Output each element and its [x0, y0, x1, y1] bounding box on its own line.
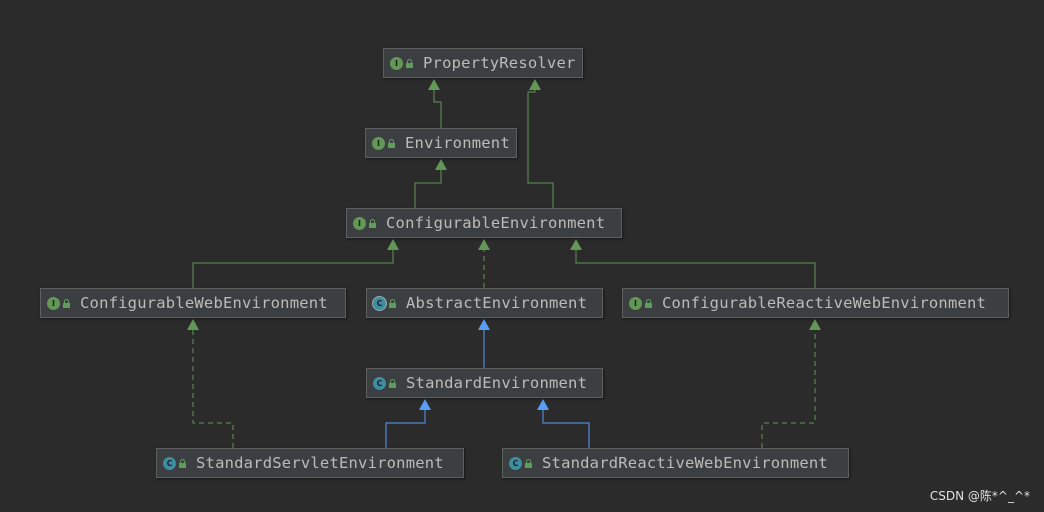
arrowhead-configurable-web-environment-to-configurable-environment	[387, 239, 399, 250]
arrowhead-configurable-reactive-web-environment-to-configurable-environment	[570, 239, 582, 250]
node-standard-reactive-web-environment[interactable]: C StandardReactiveWebEnvironment	[502, 448, 849, 478]
arrowhead-standard-servlet-environment-to-configurable-web-environment	[187, 319, 199, 330]
edge-standard-reactive-web-environment-to-standard-environment	[542, 410, 590, 448]
arrowhead-configurable-environment-to-property-resolver	[529, 79, 541, 90]
node-configurable-environment[interactable]: I ConfigurableEnvironment	[346, 208, 622, 238]
edge-standard-servlet-environment-to-configurable-web-environment	[192, 330, 234, 448]
watermark: CSDN @陈*^_^*	[929, 489, 1030, 503]
node-environment[interactable]: I Environment	[365, 128, 517, 158]
class-icon: C	[163, 456, 176, 470]
node-label: StandardReactiveWebEnvironment	[542, 454, 828, 472]
edge-configurable-web-environment-to-configurable-environment	[192, 250, 394, 288]
node-standard-environment[interactable]: C StandardEnvironment	[366, 368, 603, 398]
node-configurable-web-environment[interactable]: I ConfigurableWebEnvironment	[40, 288, 346, 318]
node-configurable-reactive-web-environment[interactable]: I ConfigurableReactiveWebEnvironment	[622, 288, 1009, 318]
node-label: AbstractEnvironment	[406, 294, 588, 312]
arrowhead-configurable-environment-to-environment	[435, 159, 447, 170]
arrowhead-standard-servlet-environment-to-standard-environment	[419, 399, 431, 410]
lock-icon	[406, 58, 414, 68]
lock-icon	[388, 138, 396, 148]
arrowhead-standard-reactive-web-environment-to-standard-environment	[537, 399, 549, 410]
node-standard-servlet-environment[interactable]: C StandardServletEnvironment	[156, 448, 464, 478]
arrowhead-standard-reactive-web-environment-to-configurable-reactive-web-environment	[809, 319, 821, 330]
arrowhead-standard-environment-to-abstract-environment	[478, 319, 490, 330]
edge-configurable-reactive-web-environment-to-configurable-environment	[575, 250, 816, 288]
lock-icon	[63, 298, 71, 308]
edge-configurable-environment-to-environment	[414, 170, 442, 208]
interface-icon: I	[390, 56, 403, 70]
arrowhead-environment-to-property-resolver	[428, 79, 440, 90]
abstract-class-icon: C	[373, 296, 386, 310]
node-label: ConfigurableEnvironment	[386, 214, 606, 232]
interface-icon: I	[372, 136, 385, 150]
node-property-resolver[interactable]: I PropertyResolver	[383, 48, 583, 78]
interface-icon: I	[629, 296, 642, 310]
interface-icon: I	[353, 216, 366, 230]
edge-standard-reactive-web-environment-to-configurable-reactive-web-environment	[761, 330, 816, 448]
lock-icon	[525, 458, 533, 468]
lock-icon	[389, 298, 397, 308]
node-label: PropertyResolver	[423, 54, 576, 72]
class-icon: C	[509, 456, 522, 470]
node-label: StandardServletEnvironment	[196, 454, 444, 472]
lock-icon	[369, 218, 377, 228]
edge-standard-servlet-environment-to-standard-environment	[385, 410, 426, 448]
lock-icon	[179, 458, 187, 468]
lock-icon	[645, 298, 653, 308]
edge-configurable-environment-to-property-resolver	[527, 90, 554, 208]
interface-icon: I	[47, 296, 60, 310]
node-label: StandardEnvironment	[406, 374, 588, 392]
lock-icon	[389, 378, 397, 388]
arrowhead-abstract-environment-to-configurable-environment	[478, 239, 490, 250]
node-label: ConfigurableWebEnvironment	[80, 294, 328, 312]
edge-environment-to-property-resolver	[433, 90, 442, 128]
node-label: ConfigurableReactiveWebEnvironment	[662, 294, 987, 312]
class-icon: C	[373, 376, 386, 390]
node-label: Environment	[405, 134, 510, 152]
node-abstract-environment[interactable]: C AbstractEnvironment	[366, 288, 603, 318]
